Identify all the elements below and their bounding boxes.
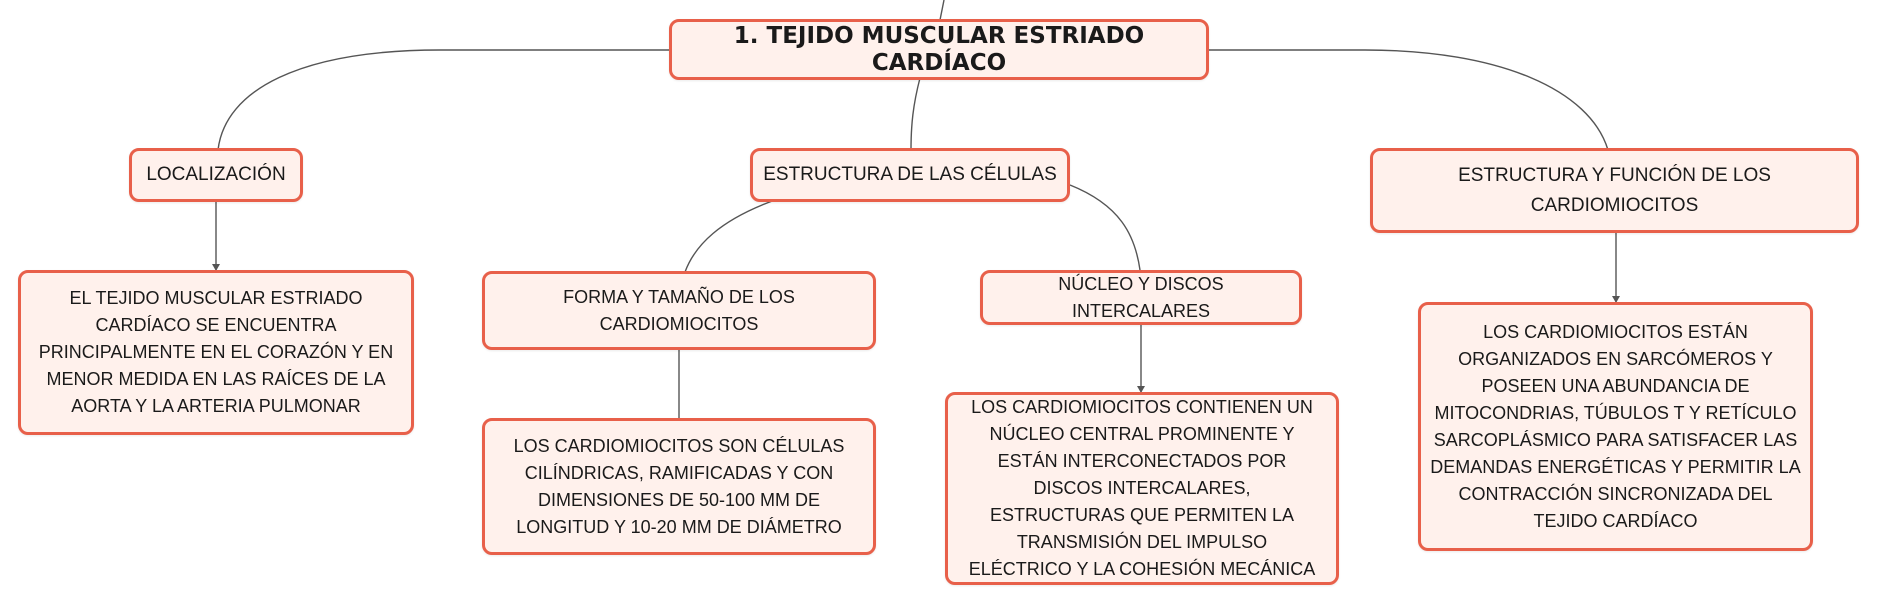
node-nucleo-discos-label: NÚCLEO Y DISCOS INTERCALARES xyxy=(1058,273,1224,321)
connector-estructura-forma xyxy=(684,199,776,273)
connector-root-estructura-celulas xyxy=(910,77,921,151)
root-node-label: 1. TEJIDO MUSCULAR ESTRIADO CARDÍACO xyxy=(733,22,1145,76)
arrowhead-funcion-detail xyxy=(1612,296,1620,303)
node-nucleo-detail-text: LOS CARDIOMIOCITOS CONTIENEN UN NÚCLEO C… xyxy=(968,397,1316,579)
node-forma-tamano-label: FORMA Y TAMAÑO DE LOS CARDIOMIOCITOS xyxy=(563,286,795,334)
node-localizacion[interactable]: LOCALIZACIÓN xyxy=(129,148,303,202)
node-localizacion-detail-text: EL TEJIDO MUSCULAR ESTRIADO CARDÍACO SE … xyxy=(38,288,394,416)
node-estructura-funcion-detail-text: LOS CARDIOMIOCITOS ESTÁN ORGANIZADOS EN … xyxy=(1430,321,1801,531)
node-forma-detail[interactable]: LOS CARDIOMIOCITOS SON CÉLULAS CILÍNDRIC… xyxy=(482,418,876,555)
arrowhead-nucleo-detail xyxy=(1137,386,1145,393)
connector-root-estructura-funcion xyxy=(1206,49,1609,151)
connector-estructura-nucleo xyxy=(1069,184,1141,271)
node-estructura-funcion-detail[interactable]: LOS CARDIOMIOCITOS ESTÁN ORGANIZADOS EN … xyxy=(1418,302,1813,551)
node-localizacion-label: LOCALIZACIÓN xyxy=(146,164,286,185)
node-nucleo-detail[interactable]: LOS CARDIOMIOCITOS CONTIENEN UN NÚCLEO C… xyxy=(945,392,1339,585)
node-estructura-celulas-label: ESTRUCTURA DE LAS CÉLULAS xyxy=(763,164,1057,185)
node-nucleo-discos[interactable]: NÚCLEO Y DISCOS INTERCALARES xyxy=(980,270,1302,325)
node-estructura-celulas[interactable]: ESTRUCTURA DE LAS CÉLULAS xyxy=(750,148,1070,202)
node-estructura-funcion-label: ESTRUCTURA Y FUNCIÓN DE LOS CARDIOMIOCIT… xyxy=(1458,164,1771,216)
node-forma-detail-text: LOS CARDIOMIOCITOS SON CÉLULAS CILÍNDRIC… xyxy=(513,435,845,537)
node-estructura-funcion[interactable]: ESTRUCTURA Y FUNCIÓN DE LOS CARDIOMIOCIT… xyxy=(1370,148,1859,233)
connector-parent-root xyxy=(939,0,945,21)
arrowhead-localizacion-detail xyxy=(212,264,220,271)
node-localizacion-detail[interactable]: EL TEJIDO MUSCULAR ESTRIADO CARDÍACO SE … xyxy=(18,270,414,435)
connector-root-localizacion xyxy=(217,49,672,151)
root-node[interactable]: 1. TEJIDO MUSCULAR ESTRIADO CARDÍACO xyxy=(669,19,1209,80)
node-forma-tamano[interactable]: FORMA Y TAMAÑO DE LOS CARDIOMIOCITOS xyxy=(482,271,876,350)
